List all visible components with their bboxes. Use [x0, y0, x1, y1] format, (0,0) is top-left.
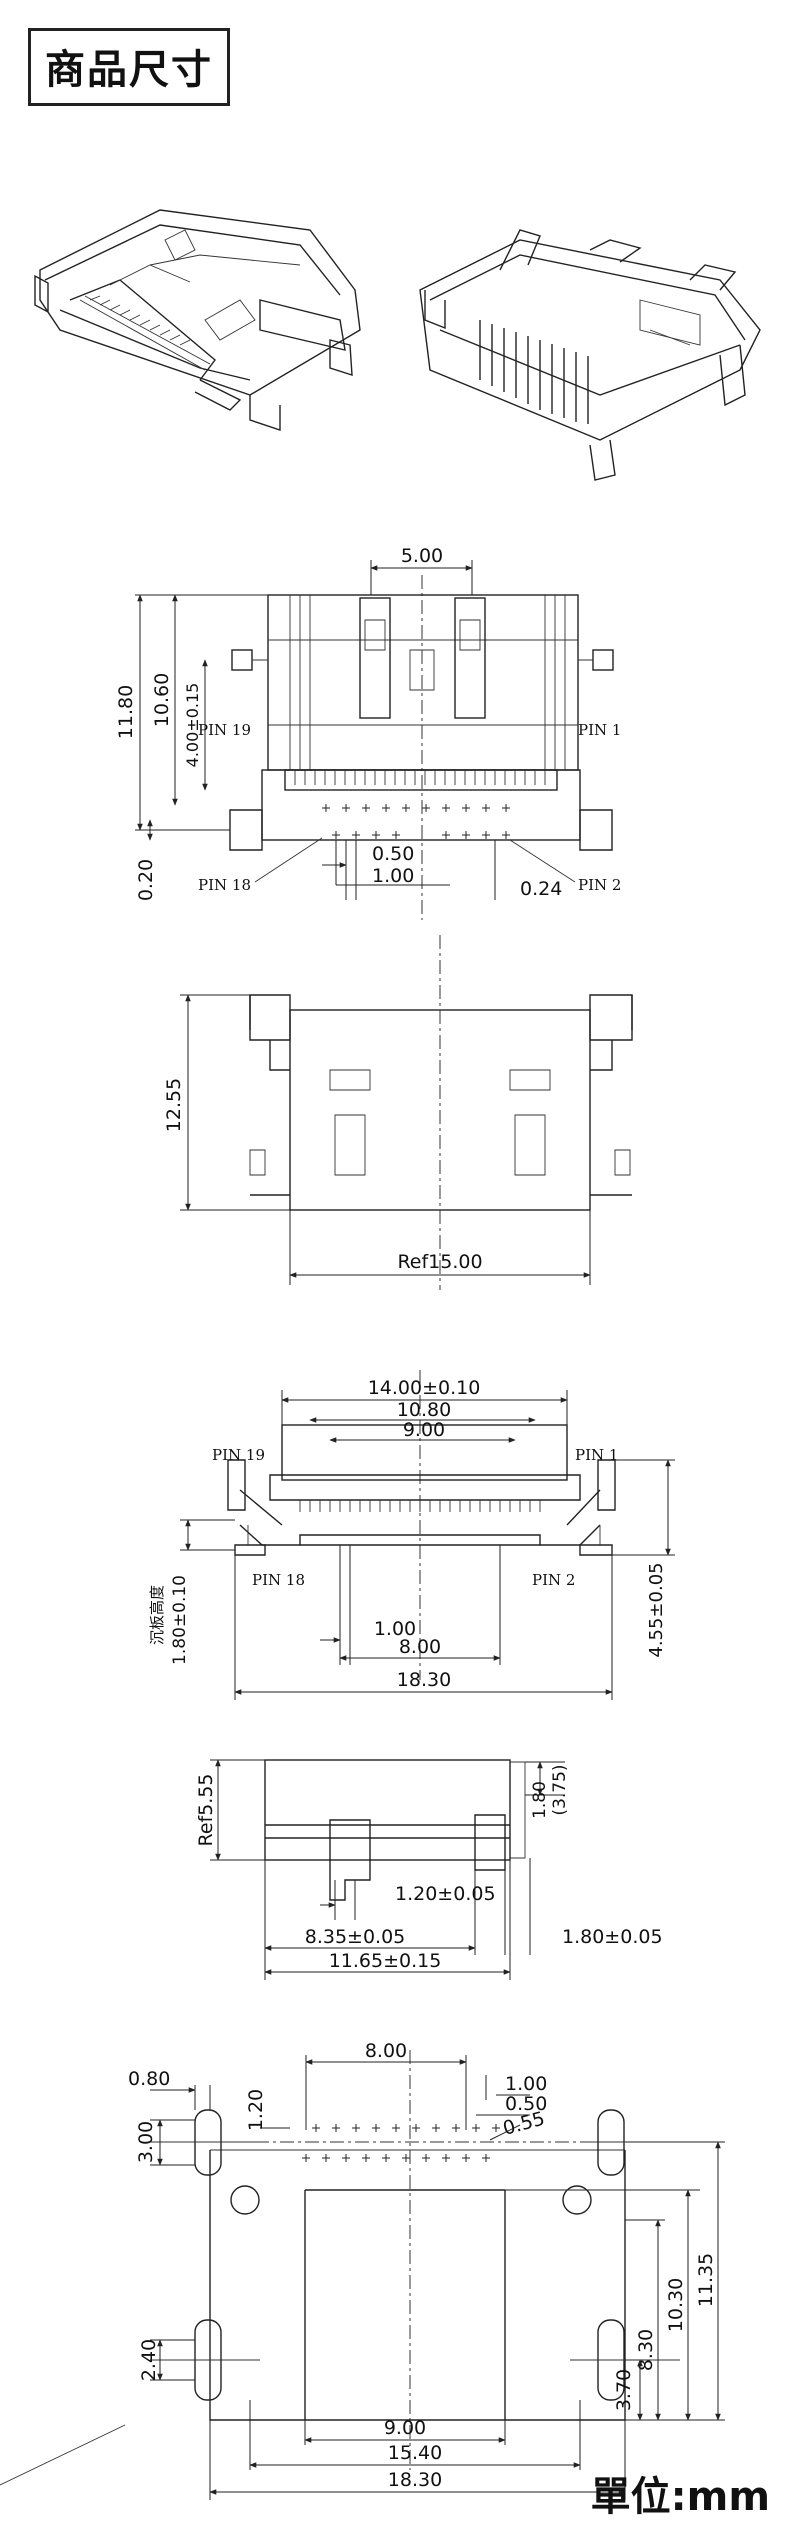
dim-8-00: 8.00: [399, 1636, 441, 1658]
isometric-views: [34, 209, 761, 481]
unit-label: 單位:mm: [590, 2474, 770, 2520]
dim-pcb-2-40: 2.40: [138, 2339, 160, 2381]
dim-1-20: 1.20±0.05: [395, 1883, 496, 1905]
dim-12-55: 12.55: [163, 1078, 185, 1132]
dim-pcb-8-30: 8.30: [635, 2329, 657, 2371]
top-view: 12.55 Ref15.00: [163, 935, 633, 1290]
dim-0-50: 0.50: [372, 843, 414, 865]
dim-pcb-1-00: 1.00: [505, 2073, 547, 2095]
bottom-pin-18-label: PIN 18: [252, 1571, 305, 1589]
dim-4-00: 4.00±0.15: [183, 683, 202, 768]
bottom-pin-19-label: PIN 19: [212, 1446, 265, 1464]
bottom-view: 14.00±0.10 10.80 9.00 1.80±0.10 沉板高度 4.5…: [148, 1370, 675, 1700]
sink-height-label: 沉板高度: [148, 1585, 166, 1645]
iso-connector-front: [34, 209, 361, 431]
dim-9-00: 9.00: [403, 1419, 445, 1441]
pin-19-label: PIN 19: [198, 721, 251, 739]
dim-5-00: 5.00: [401, 545, 443, 567]
dim-8-35: 8.35±0.05: [305, 1926, 406, 1948]
front-view: 5.00 11.80 10.60 4.00±0.15 0.20 0.50 1.0…: [115, 545, 621, 920]
dim-18-30-bottom: 18.30: [397, 1669, 451, 1691]
dim-pcb-9-00: 9.00: [384, 2417, 426, 2439]
pin-18-label: PIN 18: [198, 876, 251, 894]
dim-side-1-80: 1.80: [530, 1781, 550, 1819]
dim-1-00: 1.00: [372, 865, 414, 887]
dim-pcb-11-35: 11.35: [695, 2253, 717, 2307]
dim-11-80: 11.80: [115, 685, 137, 739]
dim-pcb-8-00: 8.00: [365, 2040, 407, 2062]
dim-10-80: 10.80: [397, 1399, 451, 1421]
dim-pcb-1-20: 1.20: [245, 2089, 267, 2131]
dim-1-80: 1.80±0.10: [170, 1575, 190, 1665]
dim-4-55: 4.55±0.05: [646, 1562, 667, 1657]
pin-1-label: PIN 1: [578, 721, 621, 739]
dim-14-00: 14.00±0.10: [368, 1377, 481, 1399]
dim-side-3-75: (3.75): [550, 1764, 570, 1815]
dim-11-65: 11.65±0.15: [329, 1950, 442, 1972]
pin-2-label: PIN 2: [578, 876, 621, 894]
dim-pcb-0-50: 0.50: [505, 2093, 547, 2115]
pcb-pad-crosses: [302, 2124, 500, 2162]
iso-connector-rear: [419, 229, 761, 481]
bottom-pin-2-label: PIN 2: [532, 1571, 575, 1589]
side-view: Ref5.55 1.80 (3.75) 1.20±0.05 8.35±0.05 …: [195, 1759, 663, 1980]
dim-pcb-0-80: 0.80: [128, 2068, 170, 2090]
dim-pcb-3-70: 3.70: [613, 2369, 635, 2411]
dim-ref15-00: Ref15.00: [397, 1251, 482, 1273]
dim-0-20: 0.20: [135, 859, 157, 901]
dim-pcb-10-30: 10.30: [665, 2278, 687, 2332]
dim-0-24: 0.24: [520, 878, 562, 900]
page-title: 商品尺寸: [28, 28, 230, 106]
dim-10-60: 10.60: [151, 673, 173, 727]
dim-ref5-55: Ref5.55: [195, 1773, 217, 1846]
dim-pcb-15-40: 15.40: [388, 2442, 442, 2464]
dim-pcb-18-30: 18.30: [388, 2469, 442, 2491]
pcb-layout-view: 8.00 0.80 1.20 1.00 0.50 0.55 3.00 2.40: [0, 2040, 725, 2500]
bottom-pin-1-label: PIN 1: [575, 1446, 618, 1464]
dim-side-1-80-b: 1.80±0.05: [562, 1926, 663, 1948]
front-pin-crosses: [322, 804, 510, 839]
dim-bottom-1-00: 1.00: [374, 1618, 416, 1640]
dim-pcb-3-00: 3.00: [135, 2121, 157, 2163]
